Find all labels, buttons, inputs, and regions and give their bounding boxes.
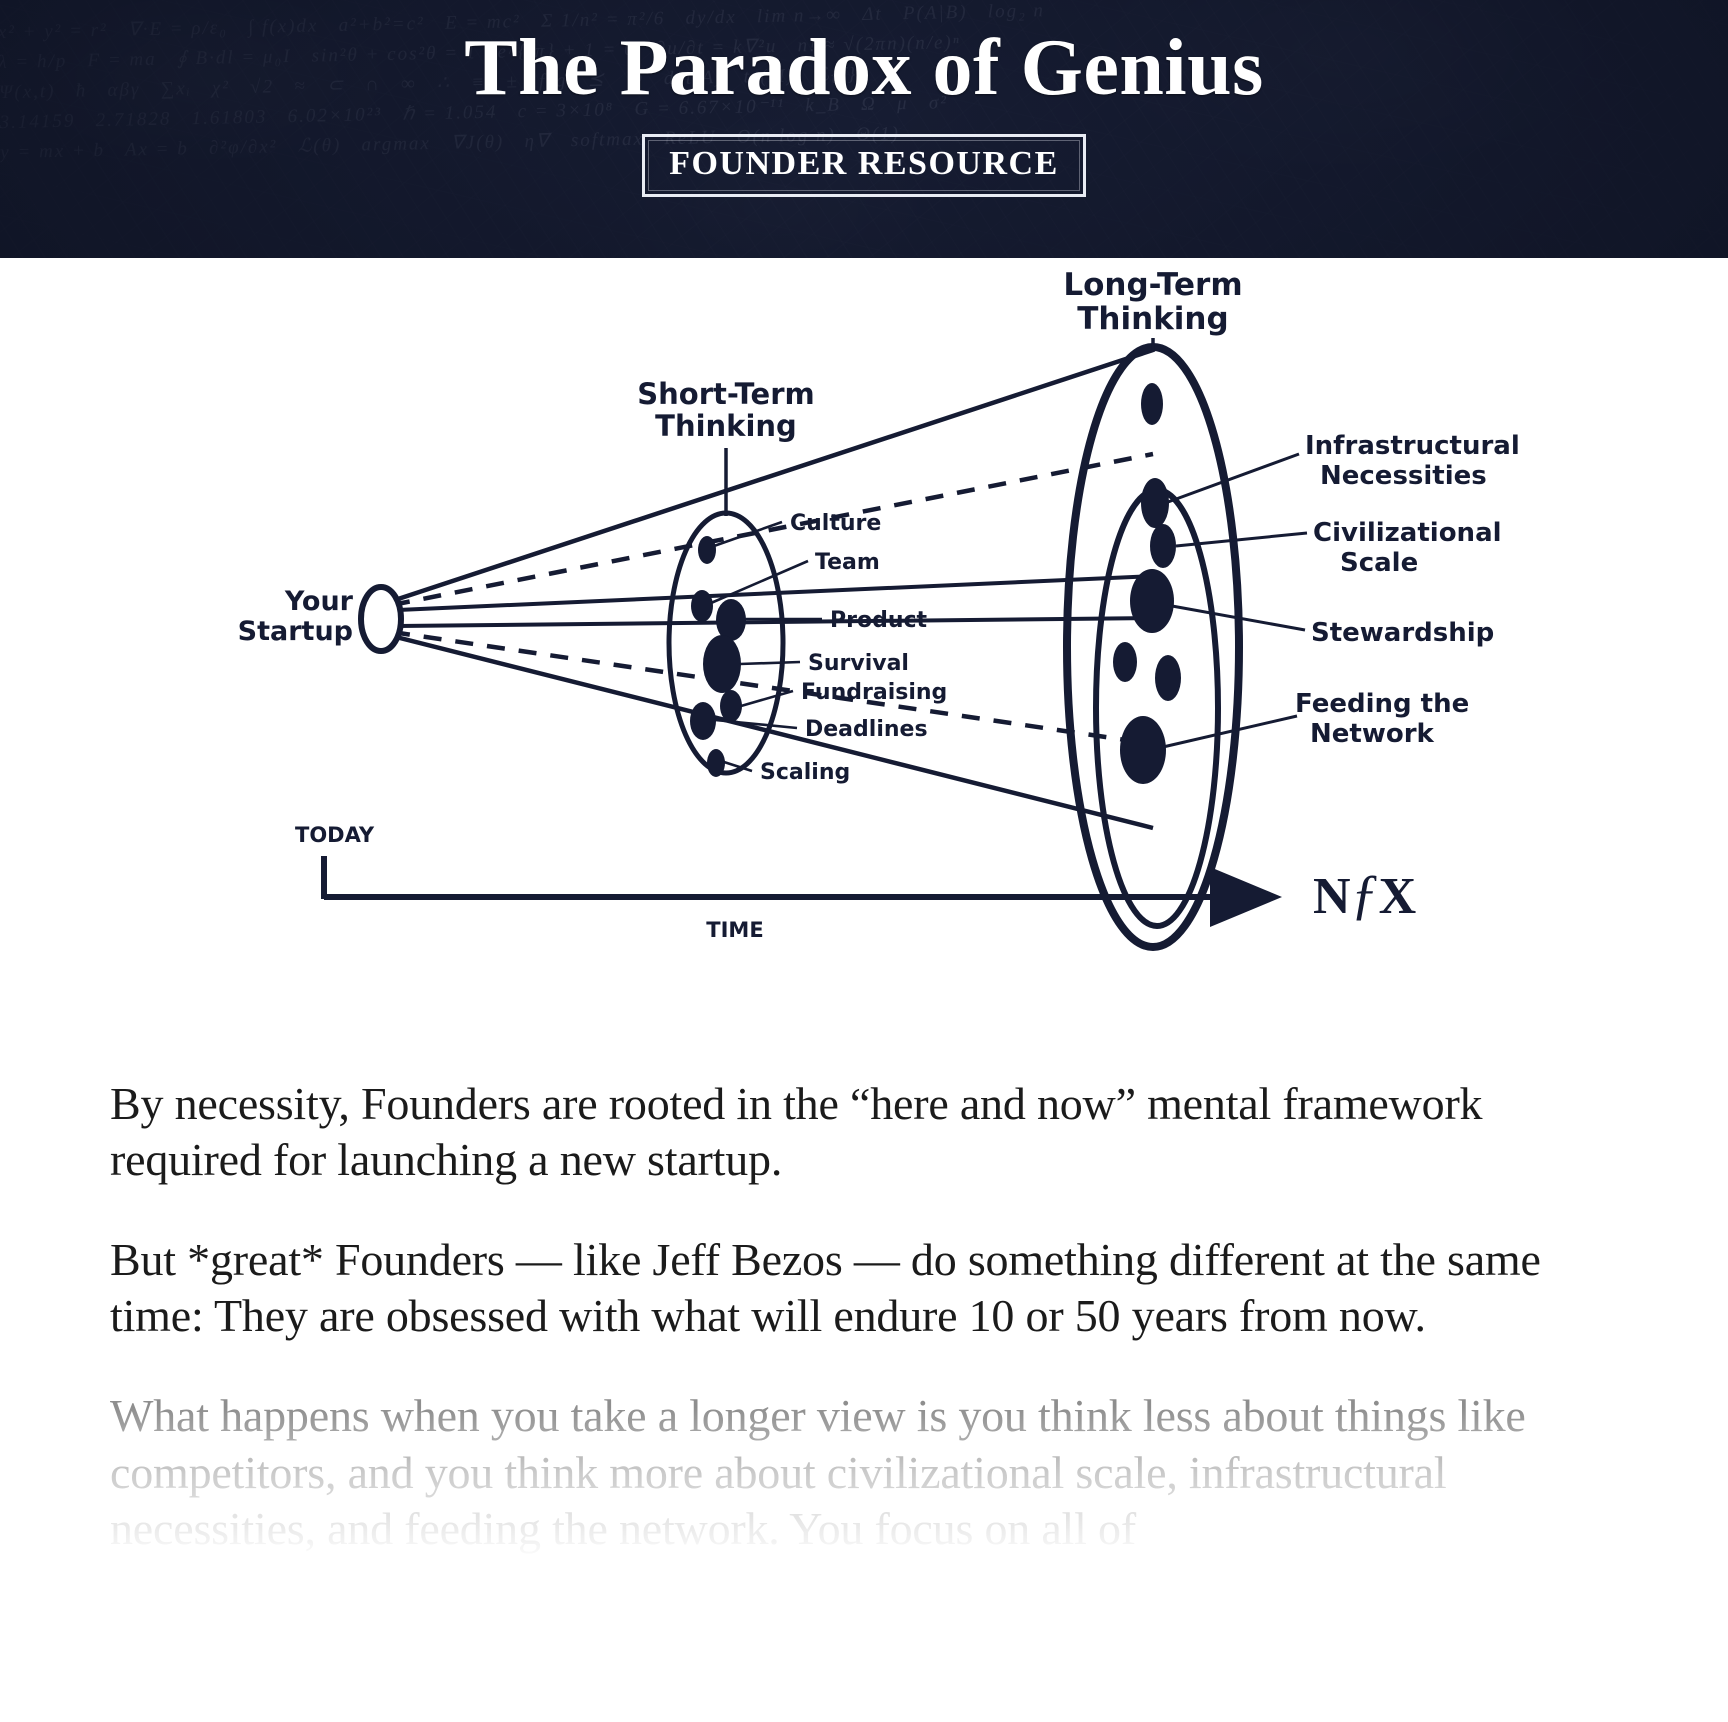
dot-stewardship (1130, 569, 1174, 633)
dot-feeding-the-network (1120, 716, 1166, 784)
paradox-of-genius-diagram: Your Startup Short-Term Thinking Culture… (0, 258, 1728, 1058)
long-term-leaders (1162, 452, 1308, 749)
dot-infrastructural-necessities (1141, 478, 1169, 528)
long-term-label-texts: Infrastructural Necessities Civilization… (1295, 431, 1520, 749)
your-startup-label-line1: Your (284, 586, 354, 617)
axis-time-label: TIME (706, 918, 763, 942)
badge-label: FOUNDER RESOURCE (648, 140, 1080, 191)
dot-team (691, 590, 713, 622)
cone-dashed-outline (391, 451, 1154, 747)
label-culture: Culture (790, 511, 881, 536)
your-startup-ellipse (358, 584, 404, 654)
paragraph-3: What happens when you take a longer view… (110, 1390, 1526, 1554)
diagram-svg: Your Startup Short-Term Thinking Culture… (238, 267, 1520, 951)
label-feeding-the-network-1: Feeding the (1295, 689, 1469, 719)
label-civilizational-scale-1: Civilizational (1313, 518, 1502, 548)
paragraph-2: But *great* Founders — like Jeff Bezos —… (110, 1234, 1541, 1342)
label-infrastructural-necessities-1: Infrastructural (1305, 431, 1520, 461)
label-fundraising: Fundraising (801, 680, 947, 705)
your-startup-label-line2: Startup (238, 616, 353, 647)
dot-small-a (1113, 642, 1137, 682)
long-term-dots (1113, 383, 1181, 784)
short-term-title-line1: Short-Term (637, 377, 815, 411)
label-survival: Survival (808, 651, 909, 676)
label-product: Product (830, 608, 928, 633)
long-term-title-line1: Long-Term (1063, 267, 1242, 303)
founder-resource-badge: FOUNDER RESOURCE (642, 134, 1086, 197)
label-feeding-the-network-2: Network (1310, 719, 1435, 749)
dot-culture (698, 536, 716, 564)
svg-text:NƒX: NƒX (1313, 864, 1416, 926)
short-term-label-texts: Culture Team Product Survival Fundraisin… (760, 511, 947, 785)
short-term-dots (690, 536, 746, 777)
dot-top (1141, 383, 1163, 425)
label-scaling: Scaling (760, 760, 850, 785)
label-deadlines: Deadlines (805, 717, 928, 742)
label-infrastructural-necessities-2: Necessities (1320, 461, 1487, 491)
header-vignette (0, 0, 1728, 258)
axis-today-label: TODAY (295, 823, 375, 847)
long-term-title-line2: Thinking (1077, 301, 1228, 337)
label-team: Team (815, 550, 880, 575)
article-body: By necessity, Founders are rooted in the… (0, 1076, 1728, 1557)
dot-scaling (707, 749, 725, 777)
time-axis: TODAY TIME (295, 823, 1282, 942)
short-term-leaders (710, 520, 822, 773)
page-header: x² + y² = r² ∇·E = ρ/ε₀ ∫ f(x)dx a²+b²=c… (0, 0, 1728, 258)
short-term-title-line2: Thinking (655, 409, 797, 443)
dot-survival (703, 635, 741, 693)
nfx-logo: NƒX (1313, 864, 1416, 926)
dot-deadlines (690, 702, 716, 740)
cone-outline (391, 347, 1154, 831)
dot-product (716, 599, 746, 641)
dot-fundraising (720, 690, 742, 722)
dot-civilizational-scale (1150, 524, 1176, 568)
paragraph-1: By necessity, Founders are rooted in the… (110, 1078, 1483, 1186)
label-civilizational-scale-2: Scale (1340, 548, 1418, 578)
label-stewardship: Stewardship (1311, 618, 1494, 648)
page-title: The Paradox of Genius (464, 24, 1264, 112)
dot-small-b (1155, 655, 1181, 701)
